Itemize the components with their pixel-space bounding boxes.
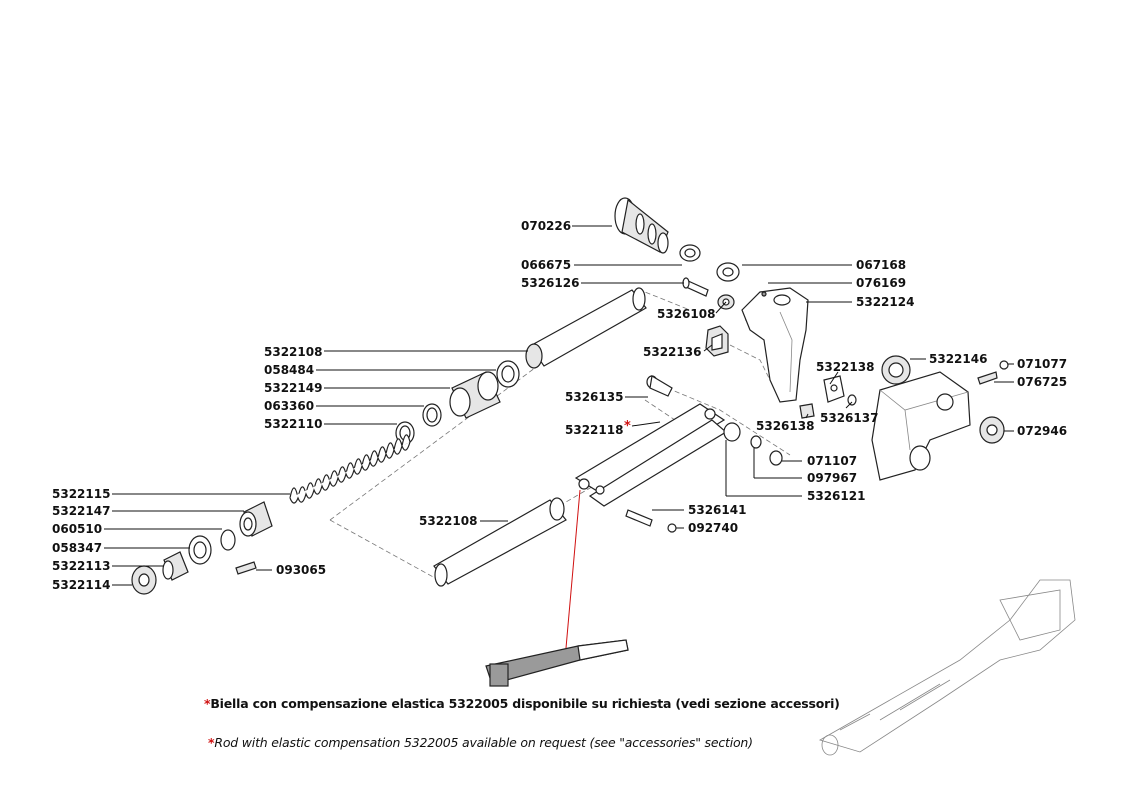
- note-italian: *Biella con compensazione elastica 53220…: [204, 696, 840, 711]
- nut-072946: [979, 416, 1005, 444]
- label-063360: 063360: [264, 399, 314, 413]
- label-5322110: 5322110: [264, 417, 322, 431]
- label-5322147: 5322147: [52, 504, 110, 518]
- label-5322124: 5322124: [856, 295, 914, 309]
- tube-lower-5322108: [433, 497, 567, 587]
- grip-knob-part: [614, 197, 669, 254]
- leader-lines: [104, 225, 1014, 586]
- label-5322113: 5322113: [52, 559, 110, 573]
- label-5322108-upper: 5322108: [264, 345, 322, 359]
- label-093065: 093065: [276, 563, 326, 577]
- washer-067168: [716, 262, 740, 282]
- label-5326108: 5326108: [657, 307, 715, 321]
- bracket-5322138: [823, 375, 845, 403]
- label-5326135: 5326135: [565, 390, 623, 404]
- asterisk-marker: *: [204, 696, 211, 711]
- label-076169: 076169: [856, 276, 906, 290]
- washer-097967: [750, 435, 762, 449]
- label-5326141: 5326141: [688, 503, 746, 517]
- label-5322118: 5322118: [565, 423, 623, 437]
- label-060510: 060510: [52, 522, 102, 536]
- tube-upper-5322108: [525, 287, 647, 369]
- assembled-view: [818, 579, 1076, 756]
- label-071077: 071077: [1017, 357, 1067, 371]
- nut-5322114: [131, 565, 157, 595]
- pin-5326141: [625, 509, 653, 527]
- ring-058484: [496, 360, 520, 388]
- pin-5326126: [682, 277, 709, 297]
- connecting-rod-5322118: [574, 403, 728, 507]
- screw-093065: [235, 561, 257, 575]
- ring-063360: [422, 403, 442, 427]
- nut-071077: [999, 360, 1009, 370]
- washer-066675: [679, 244, 701, 262]
- asterisk-5322118: *: [624, 419, 631, 434]
- label-5322115: 5322115: [52, 487, 110, 501]
- label-070226: 070226: [521, 219, 571, 233]
- lever-5322124: [741, 287, 809, 403]
- label-071107: 071107: [807, 454, 857, 468]
- cap-5322147: [239, 501, 273, 537]
- label-076725: 076725: [1017, 375, 1067, 389]
- label-5322136: 5322136: [643, 345, 701, 359]
- label-5326121: 5326121: [807, 489, 865, 503]
- label-5326137: 5326137: [820, 411, 878, 425]
- spring-5322115: [289, 434, 411, 504]
- label-5322149: 5322149: [264, 381, 322, 395]
- nut-092740: [667, 523, 677, 533]
- ring-058347: [188, 535, 212, 565]
- sleeve-5322149: [449, 371, 501, 419]
- label-072946: 072946: [1017, 424, 1067, 438]
- label-066675: 066675: [521, 258, 571, 272]
- note-italian-text: Biella con compensazione elastica 532200…: [210, 696, 840, 711]
- block-5322136: [705, 325, 729, 357]
- label-5326138: 5326138: [756, 419, 814, 433]
- screw-076725: [977, 371, 998, 385]
- label-067168: 067168: [856, 258, 906, 272]
- label-5322114: 5322114: [52, 578, 110, 592]
- pin-5326135: [646, 375, 673, 397]
- asterisk-marker: *: [208, 735, 215, 750]
- label-5322146: 5322146: [929, 352, 987, 366]
- bearing-5322146: [881, 355, 911, 385]
- red-leader-line: [565, 489, 581, 649]
- bushing-5326121: [723, 422, 741, 442]
- elastic-rod-5322005: [485, 639, 629, 687]
- collet-5322113: [162, 551, 189, 581]
- label-058484: 058484: [264, 363, 314, 377]
- label-5322108-lower: 5322108: [419, 514, 477, 528]
- housing-block: [871, 371, 971, 481]
- note-english: *Rod with elastic compensation 5322005 a…: [208, 735, 753, 750]
- label-5326126: 5326126: [521, 276, 579, 290]
- label-092740: 092740: [688, 521, 738, 535]
- label-058347: 058347: [52, 541, 102, 555]
- nut-071107: [769, 450, 783, 466]
- nut-5326138: [799, 403, 815, 419]
- label-097967: 097967: [807, 471, 857, 485]
- label-5322138: 5322138: [816, 360, 874, 374]
- note-english-text: Rod with elastic compensation 5322005 av…: [214, 735, 753, 750]
- washer-5326137: [847, 394, 857, 406]
- oring-060510: [220, 529, 236, 551]
- part-labels: 070226 066675 067168 5326126 076169 5322…: [52, 219, 1067, 592]
